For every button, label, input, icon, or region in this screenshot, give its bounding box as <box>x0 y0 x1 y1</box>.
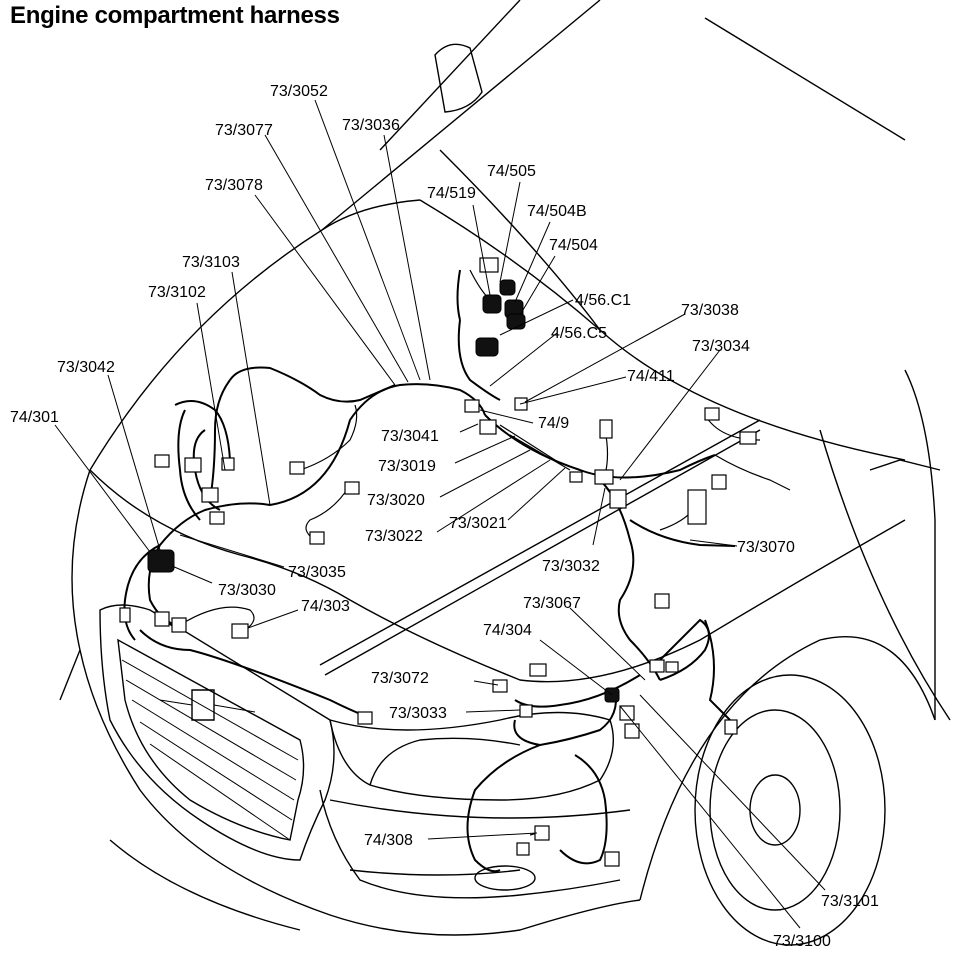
callout-73-3102: 73/3102 <box>148 284 206 301</box>
callout-74-308: 74/308 <box>364 832 413 849</box>
component-74-519 <box>482 294 502 314</box>
callout-73-3038: 73/3038 <box>681 302 739 319</box>
callout-73-3100: 73/3100 <box>773 933 831 950</box>
leader-lines <box>54 99 826 929</box>
component-74-505 <box>499 279 516 296</box>
wiring-harness <box>123 269 791 873</box>
connectors <box>119 257 757 867</box>
callout-74-9: 74/9 <box>538 415 569 432</box>
car-body <box>59 0 951 946</box>
callout-73-3021: 73/3021 <box>449 515 507 532</box>
callout-73-3019: 73/3019 <box>378 458 436 475</box>
callout-74-304: 74/304 <box>483 622 532 639</box>
callout-73-3035: 73/3035 <box>288 564 346 581</box>
callout-73-3072: 73/3072 <box>371 670 429 687</box>
callout-73-3101: 73/3101 <box>821 893 879 910</box>
callout-73-3042: 73/3042 <box>57 359 115 376</box>
callout-73-3030: 73/3030 <box>218 582 276 599</box>
callout-73-3067: 73/3067 <box>523 595 581 612</box>
callout-73-3041: 73/3041 <box>381 428 439 445</box>
callout-74-303: 74/303 <box>301 598 350 615</box>
callout-73-3034: 73/3034 <box>692 338 750 355</box>
callout-74-505: 74/505 <box>487 163 536 180</box>
callout-74-504b: 74/504B <box>527 203 587 220</box>
callout-73-3103: 73/3103 <box>182 254 240 271</box>
callout-74-504: 74/504 <box>549 237 598 254</box>
callout-4-56-c5: 4/56.C5 <box>551 325 607 342</box>
component-73-3030 <box>147 549 175 573</box>
callout-73-3078: 73/3078 <box>205 177 263 194</box>
callout-74-301: 74/301 <box>10 409 59 426</box>
callout-4-56-c1: 4/56.C1 <box>575 292 631 309</box>
callout-73-3033: 73/3033 <box>389 705 447 722</box>
callout-73-3070: 73/3070 <box>737 539 795 556</box>
callout-73-3020: 73/3020 <box>367 492 425 509</box>
callout-74-411: 74/411 <box>627 368 675 385</box>
callout-73-3077: 73/3077 <box>215 122 273 139</box>
callout-73-3036: 73/3036 <box>342 117 400 134</box>
callout-74-519: 74/519 <box>427 185 476 202</box>
diagram-title: Engine compartment harness <box>10 2 340 29</box>
component-74-504 <box>506 313 526 330</box>
callout-73-3022: 73/3022 <box>365 528 423 545</box>
callout-73-3052: 73/3052 <box>270 83 328 100</box>
callout-73-3032: 73/3032 <box>542 558 600 575</box>
callout-labels: 73/3052 73/3077 73/3036 73/3078 74/505 7… <box>10 83 879 950</box>
component-4-56-c5 <box>475 337 499 357</box>
